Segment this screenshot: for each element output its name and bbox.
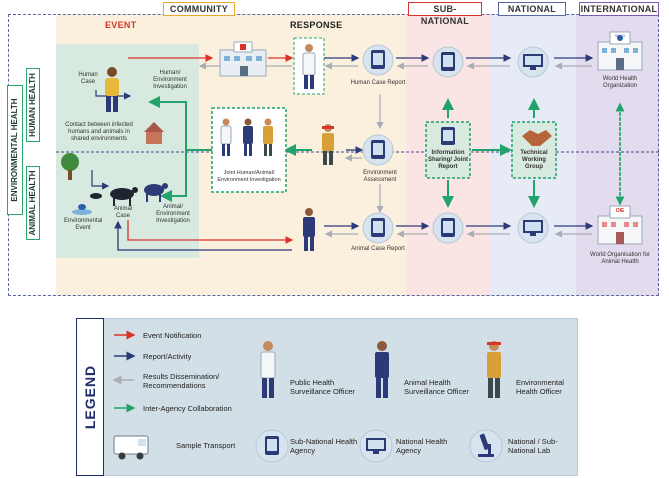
animal-case-report-label: Animal Case Report xyxy=(351,246,405,252)
legend-subnational-agency: Sub-National Health Agency xyxy=(290,437,358,455)
legend-title: LEGEND xyxy=(82,364,98,430)
monitor-icon xyxy=(517,46,549,78)
legend-national-agency: National Health Agency xyxy=(396,437,448,455)
flow-diagram xyxy=(56,31,659,251)
tree-icon xyxy=(61,153,79,180)
tablet-icon xyxy=(255,429,289,463)
event-header: EVENT xyxy=(105,20,137,30)
animal-env-investigation-label: Animal/ Environment Investigation xyxy=(156,204,190,224)
subnational-header: SUB- NATIONAL xyxy=(408,2,482,26)
legend-animal-health-officer: Animal Health Surveillance Officer xyxy=(404,378,469,396)
human-case-label: Human Case xyxy=(78,72,98,85)
legend-results-dissemination: Results Dissemination/ Recommendations xyxy=(143,372,220,390)
technical-working-group-label: Technical Working Group xyxy=(520,150,548,170)
legend-lab: National / Sub-National Lab xyxy=(508,437,558,455)
environmental-officer-icon xyxy=(487,341,501,398)
legend-event-notification: Event Notification xyxy=(143,331,202,340)
tablet-icon xyxy=(432,46,464,78)
collaboration-arrow xyxy=(160,150,187,202)
report-arrow xyxy=(114,220,292,251)
joint-team-icon xyxy=(220,118,273,156)
animal-case-label: Animal Case xyxy=(113,206,133,219)
human-case-icon xyxy=(105,67,119,112)
report-arrow xyxy=(95,90,132,100)
woah-sign: OIE xyxy=(615,208,625,214)
environmental-officer-icon xyxy=(322,124,334,165)
environmental-event-label: Environmental Event xyxy=(64,218,103,231)
legend-environmental-officer: Environmental Health Officer xyxy=(516,378,564,396)
human-case-report-label: Human Case Report xyxy=(350,80,406,86)
handshake-icon xyxy=(522,130,552,146)
environmental-event-icon xyxy=(72,204,92,215)
legend-title-box xyxy=(76,318,104,476)
legend-officers xyxy=(260,341,501,398)
woah-building-icon xyxy=(597,205,643,245)
legend-inter-agency: Inter-Agency Collaboration xyxy=(143,404,232,413)
tablet-icon xyxy=(362,44,394,76)
who-label: World Health Organization xyxy=(602,76,638,89)
cow-icon xyxy=(144,183,168,202)
legend-arrows xyxy=(112,330,136,413)
animal-health-officer-icon xyxy=(303,208,315,251)
farm-building-icon xyxy=(144,122,164,144)
legend-sample-transport: Sample Transport xyxy=(176,441,236,450)
national-header: NATIONAL xyxy=(498,2,566,16)
monitor-icon xyxy=(517,212,549,244)
response-header: RESPONSE xyxy=(290,20,343,30)
van-icon xyxy=(113,435,149,460)
legend-report-activity: Report/Activity xyxy=(143,352,192,361)
environment-assessment-label: Environment Assessment xyxy=(363,170,397,183)
who-building-icon xyxy=(597,31,643,71)
event-notification-arrow xyxy=(127,220,294,244)
info-sharing-label: Information Sharing/ Joint Report xyxy=(427,150,468,170)
public-health-officer-icon xyxy=(302,44,316,89)
legend-bottom-icons xyxy=(113,429,503,463)
collaboration-arrow xyxy=(148,96,212,151)
microscope-icon xyxy=(469,429,503,463)
who-sign: WHO xyxy=(615,33,625,38)
woah-label: World Organisation for Animal Health xyxy=(590,252,650,265)
joint-investigation-label: Joint Human/Animal/ Environment Investig… xyxy=(217,170,281,183)
monitor-icon xyxy=(359,429,393,463)
tablet-icon xyxy=(362,134,394,166)
report-arrow xyxy=(91,170,110,190)
international-header: INTERNATIONAL xyxy=(579,2,659,16)
animal-health-officer-icon xyxy=(375,341,389,398)
animal-case-icon xyxy=(90,187,138,206)
public-health-officer-icon xyxy=(260,341,276,398)
human-env-investigation-label: Human/ Environment Investigation xyxy=(153,70,187,90)
hospital-icon xyxy=(219,41,267,77)
technical-group-box xyxy=(511,121,557,179)
tablet-icon xyxy=(441,127,455,145)
community-header: COMMUNITY xyxy=(163,2,235,16)
tablet-icon xyxy=(432,212,464,244)
legend-public-health-officer: Public Health Surveillance Officer xyxy=(290,378,355,396)
tablet-icon xyxy=(362,212,394,244)
contact-between-label: Contact between infected humans and anim… xyxy=(65,122,133,142)
